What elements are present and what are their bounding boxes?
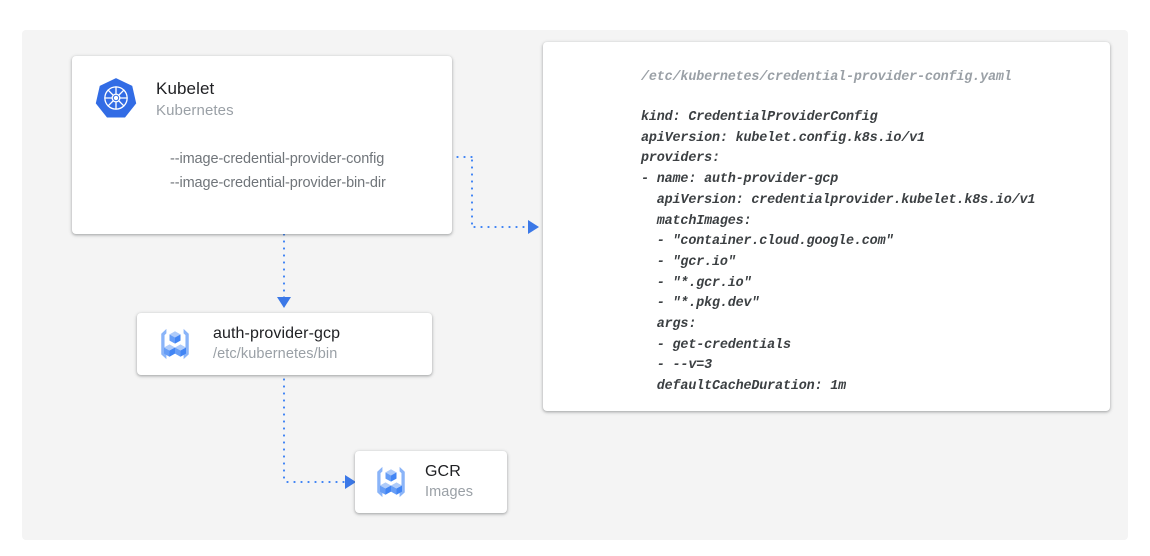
connector-segment-horizontal: [471, 226, 529, 228]
kubelet-card-header: Kubelet Kubernetes: [94, 76, 430, 122]
arrowhead-right-icon: [528, 220, 539, 234]
gcr-title: GCR: [425, 463, 461, 480]
kubelet-flag-bin-dir: --image-credential-provider-bin-dir: [170, 175, 386, 191]
connector-segment-vertical: [283, 196, 285, 298]
gcr-titles: GCR Images: [425, 462, 473, 502]
config-yaml-body: kind: CredentialProviderConfig apiVersio…: [641, 110, 1036, 395]
auth-provider-gcp-title: auth-provider-gcp: [213, 325, 341, 342]
connector-segment-horizontal: [284, 481, 346, 483]
kubelet-card-subtitle: Kubernetes: [156, 102, 234, 119]
kubelet-flag-list: --image-credential-provider-config --ima…: [170, 147, 430, 195]
gcp-container-registry-icon: [369, 460, 413, 504]
kubelet-card-title: Kubelet: [156, 79, 215, 98]
connector-segment-vertical: [471, 157, 473, 227]
kubelet-card-titles: Kubelet Kubernetes: [156, 76, 234, 122]
kubernetes-logo-icon: [94, 76, 138, 120]
auth-provider-gcp-subtitle: /etc/kubernetes/bin: [213, 346, 338, 362]
credential-provider-config-card[interactable]: /etc/kubernetes/credential-provider-conf…: [543, 42, 1110, 411]
kubelet-flag-config: --image-credential-provider-config: [170, 151, 385, 167]
gcp-container-registry-icon: [153, 322, 197, 366]
arrowhead-down-icon: [277, 297, 291, 308]
arrowhead-right-icon: [345, 475, 356, 489]
kubelet-card[interactable]: Kubelet Kubernetes --image-credential-pr…: [72, 56, 452, 234]
config-file-path: /etc/kubernetes/credential-provider-conf…: [641, 70, 1012, 85]
gcr-card[interactable]: GCR Images: [355, 451, 507, 513]
connector-segment-vertical: [283, 376, 285, 483]
auth-provider-gcp-card[interactable]: auth-provider-gcp /etc/kubernetes/bin: [137, 313, 432, 375]
gcr-subtitle: Images: [425, 484, 474, 500]
auth-provider-gcp-titles: auth-provider-gcp /etc/kubernetes/bin: [213, 324, 340, 364]
